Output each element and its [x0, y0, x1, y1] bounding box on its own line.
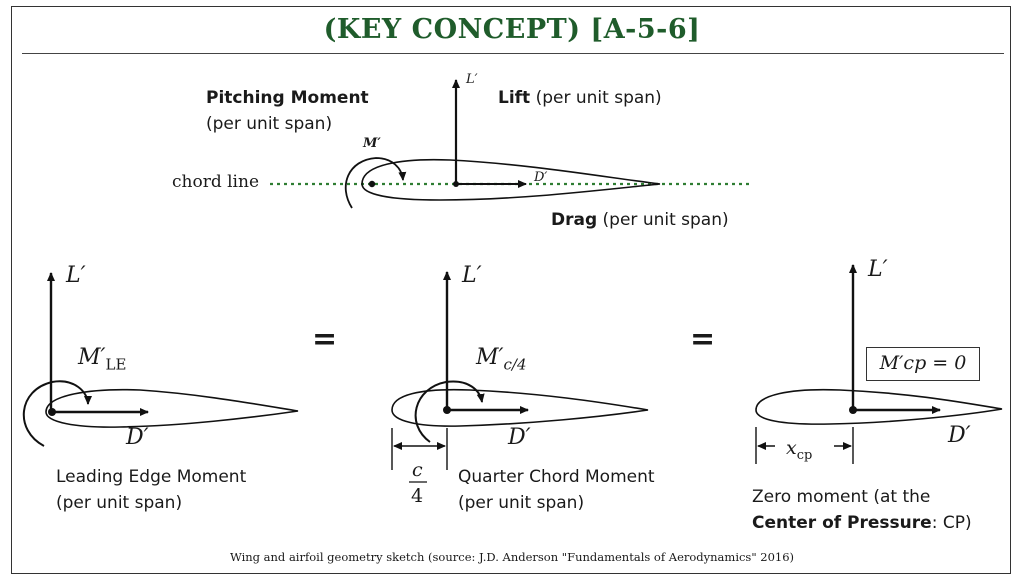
top-airfoil [361, 158, 661, 201]
top-lift-symbol: L′ [466, 72, 478, 87]
right-drag-symbol: D′ [948, 423, 971, 448]
zero-moment-box: M′cp = 0 [866, 347, 980, 381]
left-ref-point [48, 408, 56, 416]
middle-panel-label-line2: (per unit span) [458, 493, 585, 513]
fraction-denominator: 4 [411, 485, 424, 507]
title-divider [22, 53, 1004, 54]
middle-moment-symbol: M′c/4 [476, 345, 527, 374]
xcp-symbol: xcp [786, 437, 813, 463]
middle-ref-point [443, 406, 451, 414]
left-moment-arrow [22, 380, 92, 447]
left-drag-symbol: D′ [126, 425, 149, 450]
middle-lift-symbol: L′ [462, 263, 482, 288]
fraction-numerator: c [412, 459, 423, 481]
equals-sign-1: = [312, 322, 338, 357]
page-title: (KEY CONCEPT) [A-5-6] [323, 14, 701, 45]
left-airfoil [45, 388, 299, 428]
right-panel-label-line1: Zero moment (at the [752, 487, 931, 507]
right-airfoil [755, 388, 1003, 425]
chord-line-label: chord line [172, 172, 260, 192]
middle-airfoil [391, 388, 649, 427]
middle-drag-symbol: D′ [508, 425, 531, 450]
middle-moment-arrow [414, 380, 485, 443]
left-airfoil-group [22, 272, 299, 447]
left-panel-label-line2: (per unit span) [56, 493, 183, 513]
middle-airfoil-group [391, 271, 649, 483]
top-moment-symbol: M′ [363, 136, 381, 151]
right-panel-label-line2: Center of Pressure: CP) [752, 513, 972, 533]
right-cp-point [849, 406, 857, 414]
equals-sign-2: = [690, 322, 716, 357]
pitching-moment-sublabel: (per unit span) [206, 114, 333, 134]
source-caption: Wing and airfoil geometry sketch (source… [229, 550, 795, 564]
top-drag-symbol: D′ [534, 170, 548, 185]
pitching-moment-label: Pitching Moment [206, 88, 369, 108]
lift-label: Lift (per unit span) [498, 88, 662, 108]
slide-frame [11, 6, 1011, 574]
middle-panel-label-line1: Quarter Chord Moment [458, 467, 655, 487]
left-moment-symbol: M′LE [78, 345, 127, 374]
right-airfoil-group [755, 264, 1003, 464]
top-ref-point [453, 181, 459, 187]
left-panel-label-line1: Leading Edge Moment [56, 467, 247, 487]
top-moment-arrow [344, 157, 407, 209]
right-lift-symbol: L′ [868, 257, 888, 282]
top-moment-point [368, 180, 376, 188]
drag-label: Drag (per unit span) [551, 210, 729, 230]
left-lift-symbol: L′ [66, 263, 86, 288]
top-airfoil-group [270, 79, 752, 209]
